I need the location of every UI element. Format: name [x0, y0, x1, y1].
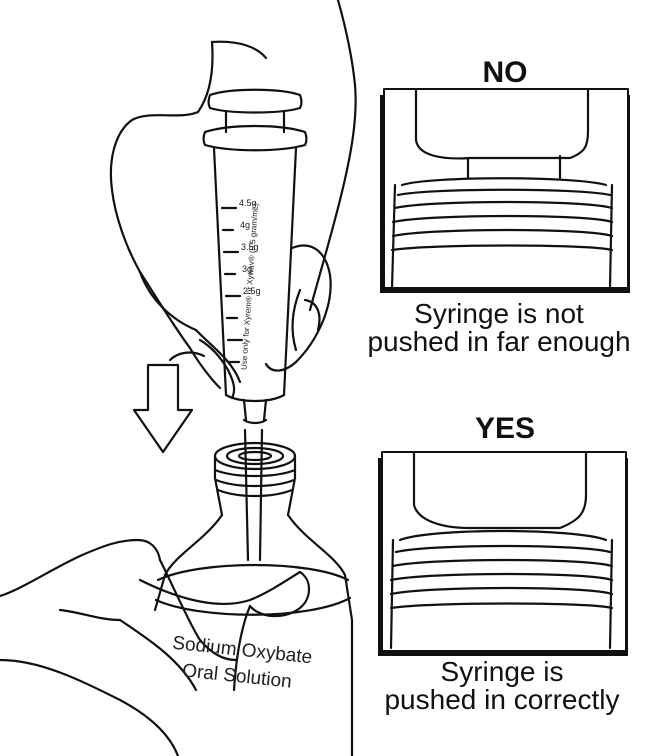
- syringe-illustration: [202, 88, 308, 425]
- yes-caption: Syringe is pushed in correctly: [352, 658, 652, 714]
- hand-bottom-illustration: [0, 538, 311, 756]
- no-caption: Syringe is not pushed in far enough: [336, 300, 662, 356]
- bottle-illustration: [153, 428, 354, 756]
- no-caption-line1: Syringe is not: [414, 298, 584, 329]
- no-panel-frame: [380, 88, 630, 293]
- down-arrow-icon: [132, 363, 194, 454]
- yes-panel-frame: [378, 451, 628, 656]
- yes-heading: YES: [474, 412, 536, 445]
- no-caption-line2: pushed in far enough: [367, 326, 631, 357]
- yes-caption-line1: Syringe is: [440, 656, 564, 687]
- yes-caption-line2: pushed in correctly: [384, 684, 620, 715]
- syringe-scale-mark: 3g: [242, 264, 252, 274]
- no-heading: NO: [482, 56, 528, 89]
- hand-top-illustration: [109, 0, 357, 400]
- syringe-scale-mark: 4g: [240, 220, 250, 230]
- syringe-scale-mark: 3.5g: [241, 242, 259, 252]
- syringe-scale-mark: 2.5g: [243, 286, 261, 296]
- syringe-scale-labels: 4.5g 4g 3.5g 3g 2.5g: [239, 198, 261, 296]
- syringe-scale-mark: 4.5g: [239, 198, 257, 208]
